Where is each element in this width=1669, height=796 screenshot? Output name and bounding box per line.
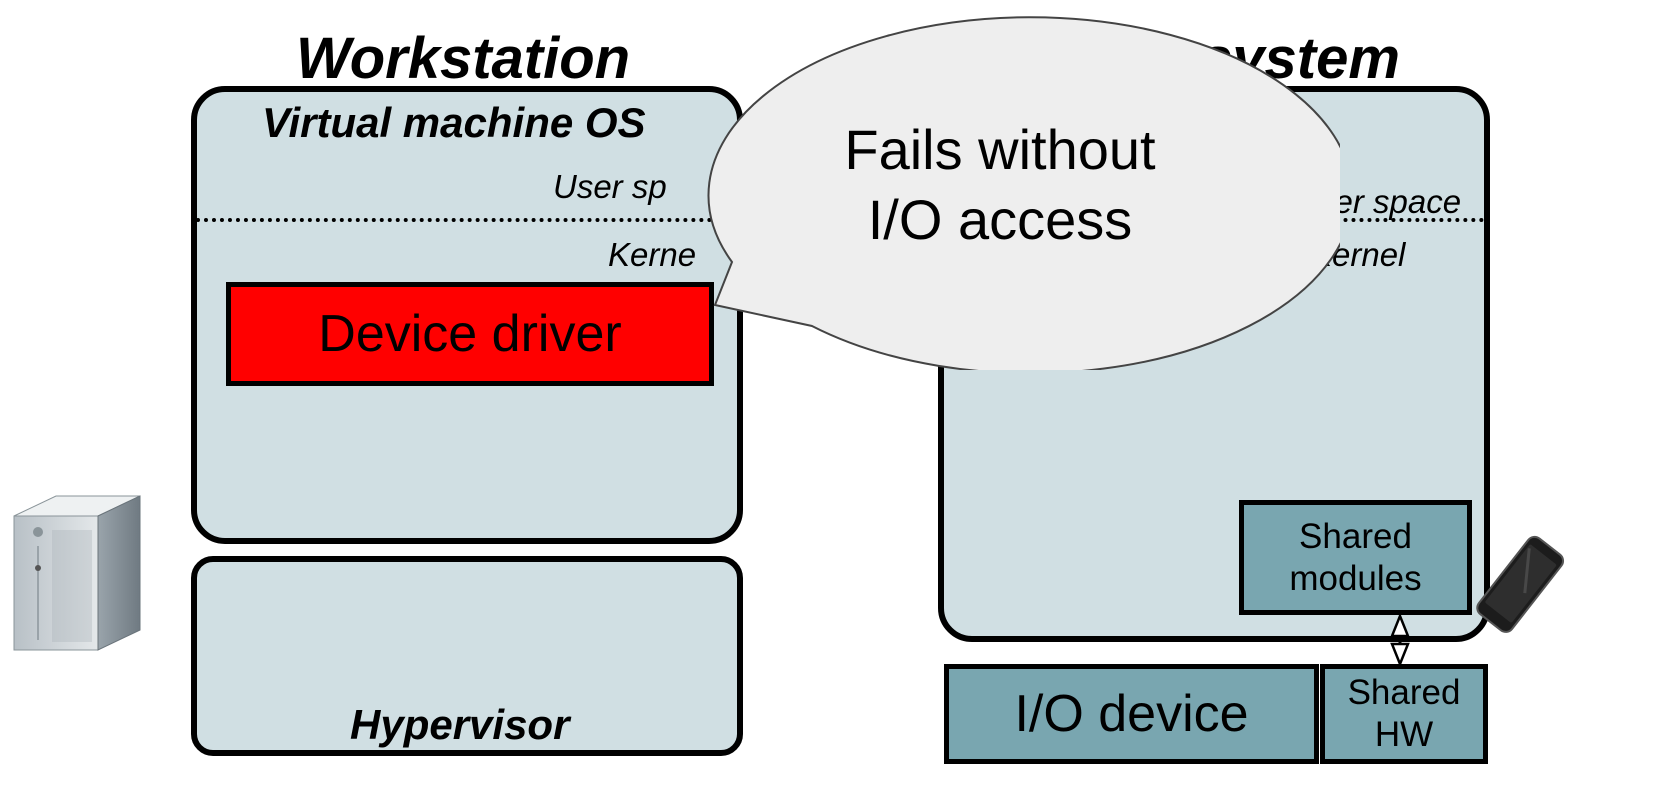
callout-line2: I/O access bbox=[867, 188, 1133, 251]
io-device-label: I/O device bbox=[1014, 685, 1249, 743]
left-kernel-label: Kerne bbox=[608, 236, 697, 273]
server-tower-icon bbox=[13, 495, 141, 651]
hypervisor-panel bbox=[191, 556, 743, 756]
shared-modules-line1: Shared bbox=[1299, 516, 1412, 556]
left-user-space-label: User sp bbox=[553, 168, 667, 205]
double-arrow-icon bbox=[1390, 614, 1410, 666]
shared-hw-line1: Shared bbox=[1347, 673, 1461, 712]
shared-modules-box: Shared modules bbox=[1239, 500, 1472, 615]
callout-text: Fails without I/O access bbox=[790, 115, 1210, 255]
shared-hw-line2: HW bbox=[1374, 715, 1434, 754]
io-device-box: I/O device bbox=[944, 664, 1319, 764]
device-driver-label: Device driver bbox=[318, 305, 622, 363]
vm-os-label: Virtual machine OS bbox=[262, 99, 646, 146]
smartphone-icon bbox=[1476, 535, 1565, 633]
callout-line1: Fails without bbox=[844, 118, 1156, 181]
workstation-heading: Workstation bbox=[296, 26, 631, 91]
shared-modules-line2: modules bbox=[1289, 558, 1422, 598]
right-user-space-label: ser space bbox=[1318, 183, 1462, 220]
shared-hw-box: Shared HW bbox=[1320, 664, 1488, 764]
left-user-kernel-divider bbox=[196, 218, 736, 222]
device-driver-box: Device driver bbox=[226, 282, 714, 386]
hypervisor-label: Hypervisor bbox=[350, 701, 570, 748]
callout-bubble bbox=[707, 16, 1340, 370]
